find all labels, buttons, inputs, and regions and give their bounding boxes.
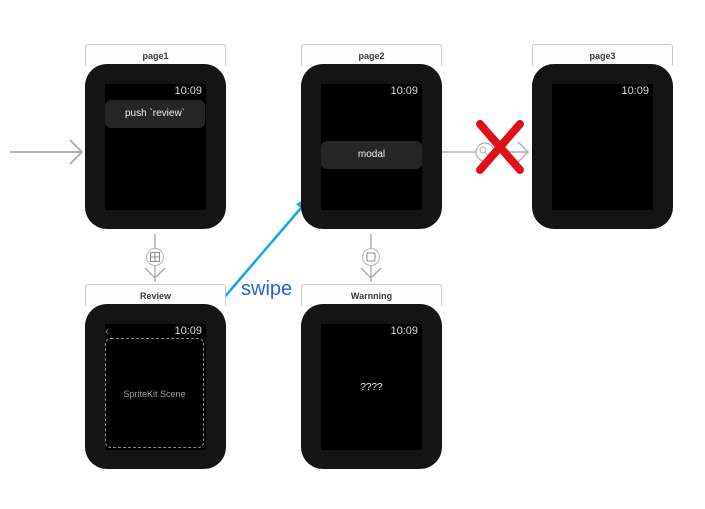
watch-frame: 10:09 ???? [301,304,442,469]
scene-title: page3 [532,44,673,66]
modal-button[interactable]: modal [321,141,422,169]
watch-frame: 10:09 push `review` [85,64,226,229]
back-chevron-icon[interactable]: ‹ [105,324,109,338]
entry-arrow [10,139,84,165]
push-segue-icon[interactable] [146,248,164,266]
push-segue-glyph [150,252,160,262]
scene-title: Warnning [301,284,442,306]
watch-frame: 10:09 [532,64,673,229]
scene-review[interactable]: Review ‹ 10:09 SpriteKit Scene [85,284,226,469]
warning-label: ???? [360,382,383,393]
clock-label: 10:09 [174,85,202,97]
watch-screen: 10:09 [552,84,653,210]
watch-frame: 10:09 modal [301,64,442,229]
clock-label: 10:09 [621,85,649,97]
spritekit-scene-placeholder[interactable]: SpriteKit Scene [105,338,204,448]
scene-warning[interactable]: Warnning 10:09 ???? [301,284,442,469]
modal-segue-glyph [366,252,376,262]
watch-frame: ‹ 10:09 SpriteKit Scene [85,304,226,469]
watch-screen: 10:09 ???? [321,324,422,450]
clock-label: 10:09 [390,325,418,337]
scene-page2[interactable]: page2 10:09 modal [301,44,442,229]
watch-screen: 10:09 modal [321,84,422,210]
push-review-button[interactable]: push `review` [105,100,205,128]
cross-mark-icon [476,120,524,174]
scene-title: Review [85,284,226,306]
swipe-annotation-label: swipe [241,278,293,300]
scene-title: page1 [85,44,226,66]
scene-page3[interactable]: page3 10:09 [532,44,673,229]
watch-screen: 10:09 push `review` [105,84,206,210]
clock-label: 10:09 [390,85,418,97]
scene-page1[interactable]: page1 10:09 push `review` [85,44,226,229]
scene-title: page2 [301,44,442,66]
modal-segue-icon[interactable] [362,248,380,266]
clock-label: 10:09 [174,325,202,337]
watch-screen: ‹ 10:09 SpriteKit Scene [105,324,206,450]
spritekit-scene-label: SpriteKit Scene [123,389,186,399]
